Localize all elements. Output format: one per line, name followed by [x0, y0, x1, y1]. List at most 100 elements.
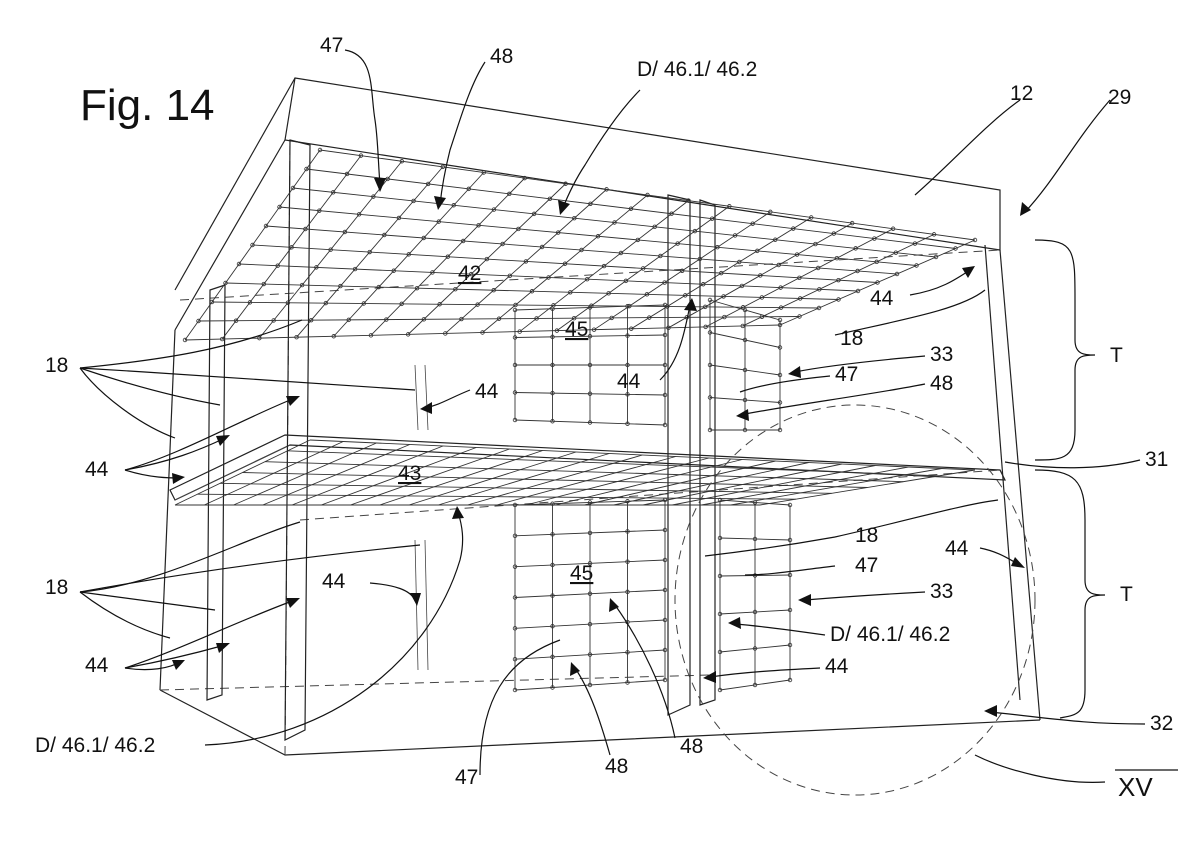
wall-lower-bar-v: [514, 559, 666, 568]
mesh-upper-node: [289, 245, 294, 250]
mesh-upper-node: [352, 266, 358, 272]
mesh-upper-node: [405, 332, 411, 337]
wall-upper-node: [625, 392, 630, 397]
arrow-d-lower-right: [728, 617, 741, 629]
mesh-upper-node: [299, 282, 305, 288]
wall-upper-node: [550, 390, 555, 396]
mesh-upper-node: [421, 317, 427, 322]
wall-upper-node: [662, 392, 668, 398]
mesh-upper-node: [338, 283, 343, 289]
label-48-upper-right: 48: [930, 372, 953, 395]
mesh-upper-node: [894, 271, 900, 277]
wall-right-lower-bar-v: [719, 574, 791, 577]
mesh-upper-node: [853, 246, 858, 251]
wall-lower-node: [550, 685, 555, 690]
mesh-upper-node: [294, 334, 299, 340]
mesh-upper-node: [644, 292, 650, 297]
wall-lower-node: [662, 677, 668, 683]
mesh-upper-node: [437, 302, 442, 307]
slab-front-edge: [174, 444, 291, 501]
wall-upper-node: [550, 334, 555, 340]
wall-upper-bar-v: [514, 419, 666, 426]
mesh-upper-node: [721, 294, 726, 299]
upper-wall-post-2: [424, 364, 429, 431]
mesh-upper-node: [797, 275, 802, 281]
columns: [206, 139, 716, 741]
leader-48-bottom-right: [614, 604, 676, 739]
leader-47-upper-right: [739, 375, 831, 393]
mesh-upper-node: [468, 271, 474, 277]
wall-upper-node: [625, 304, 630, 309]
mesh-upper-node: [658, 253, 663, 259]
wall-mesh-right-upper: [707, 297, 783, 433]
mesh-upper-bar-v: [198, 316, 800, 322]
mesh-upper-node: [303, 226, 308, 232]
mesh-upper-node: [579, 247, 584, 253]
arrow-48-bottom-left: [570, 662, 580, 676]
wall-upper-bar-v: [514, 304, 666, 311]
wall-lower-node: [512, 533, 518, 539]
mesh-upper-node: [342, 229, 348, 235]
mesh-upper-node: [247, 300, 253, 305]
wall-lower-node: [550, 532, 555, 537]
mesh-upper-node: [737, 259, 742, 265]
leader-xv: [974, 754, 1106, 783]
mesh-upper-node: [692, 228, 698, 234]
wall-lower-bar-v: [514, 589, 666, 598]
leader-33-upper: [794, 355, 926, 373]
wall-lower-node: [662, 647, 668, 653]
arrowheads: [172, 178, 1031, 717]
upper-hidden-line: [179, 249, 1001, 301]
leader-29: [1024, 99, 1111, 213]
detail-circle-xv: [674, 404, 1036, 796]
mesh-upper-bar-v: [184, 324, 781, 341]
mesh-upper-node: [972, 237, 978, 243]
mesh-upper-node: [836, 277, 841, 283]
mesh-upper-bar-v: [279, 206, 917, 266]
mesh-upper-node: [791, 226, 796, 231]
wall-right-lower-node: [787, 572, 793, 578]
wall-lower-node: [512, 564, 518, 569]
upper-wall-post: [414, 364, 419, 431]
mesh-upper-node: [794, 252, 800, 257]
wall-right-upper-node: [707, 395, 713, 400]
wall-upper-node: [625, 333, 630, 338]
mesh-upper-node: [451, 203, 456, 208]
arrow-33-lower: [798, 594, 811, 606]
mesh-upper-node: [391, 268, 396, 273]
wall-lower-node: [625, 680, 630, 685]
mesh-upper-node: [816, 305, 822, 311]
wall-lower-node: [662, 497, 668, 503]
mesh-upper-node: [933, 254, 939, 260]
mesh-upper-node: [683, 293, 688, 298]
leader-18-c: [79, 367, 221, 406]
mesh-upper-node: [797, 296, 803, 301]
mesh-upper-node: [623, 278, 629, 284]
arrow-44-lower-center: [410, 593, 421, 606]
label-44-upper-center: 44: [617, 370, 641, 393]
mesh-upper-bar-v: [211, 301, 820, 309]
label-33-lower: 33: [930, 580, 953, 603]
wall-upper-node: [512, 335, 518, 340]
wall-right-upper-node: [777, 317, 783, 323]
wall-right-lower-node: [752, 500, 758, 505]
mesh-upper-node: [855, 288, 861, 294]
left-back-corner: [159, 329, 176, 691]
mesh-upper-node: [367, 249, 372, 255]
mesh-upper-node: [572, 215, 577, 221]
mesh-upper-node: [709, 216, 715, 221]
label-29: 29: [1108, 86, 1131, 109]
mesh-upper-node: [755, 248, 760, 254]
label-48-bottom-left: 48: [605, 755, 628, 778]
label-t-lower: T: [1120, 583, 1133, 606]
right-front-corner: [999, 249, 1041, 721]
label-t-upper: T: [1110, 344, 1123, 367]
mesh-upper-node: [563, 181, 568, 186]
wall-upper-node: [587, 362, 593, 368]
mesh-upper-node: [219, 336, 225, 342]
wall-right-upper-node: [777, 345, 783, 350]
mesh-upper-node: [236, 261, 242, 267]
mesh-upper-node: [436, 219, 441, 224]
wall-lower-node: [662, 587, 668, 593]
wall-right-upper-bar-v: [709, 332, 781, 348]
